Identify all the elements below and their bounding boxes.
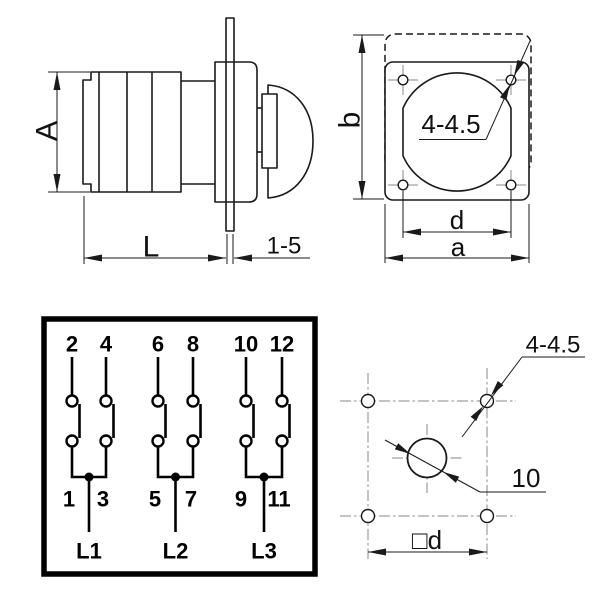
callout-holes-4-45: 4-4.5 <box>419 40 531 140</box>
arrowhead <box>511 254 529 262</box>
arrowhead <box>470 406 484 421</box>
contact <box>239 394 253 408</box>
terminal-label: 6 <box>152 332 164 357</box>
terminal-label: 3 <box>97 487 109 512</box>
arrowhead <box>53 174 61 192</box>
terminal-label: 2 <box>66 332 78 357</box>
arrowhead <box>443 472 460 483</box>
mounting-hole <box>397 74 409 86</box>
terminal-label: 10 <box>234 332 258 357</box>
dim-label-a: a <box>451 232 466 262</box>
callout-label-fixing-holes: 4-4.5 <box>526 332 581 359</box>
arrowhead <box>493 228 511 236</box>
contact <box>99 394 113 408</box>
phase-label: L1 <box>76 539 102 564</box>
contact <box>186 434 200 448</box>
arrowhead <box>368 548 386 556</box>
fixing-hole <box>479 508 495 524</box>
terminal-label: 8 <box>187 332 199 357</box>
dim-label-L: L <box>143 231 160 264</box>
arrowhead <box>403 228 421 236</box>
arrowhead <box>500 84 510 101</box>
mounting-panel <box>225 17 235 232</box>
cam-section-dividers <box>98 72 153 192</box>
phase-label: L2 <box>163 539 189 564</box>
wiring-box <box>41 316 318 577</box>
pole-group-2: 6 8 5 7 L2 <box>149 332 202 564</box>
contact <box>239 434 253 448</box>
contact <box>65 434 79 448</box>
fixing-hole <box>360 508 376 524</box>
callout-label-shaft-hole: 10 <box>512 463 541 493</box>
dim-label-square-d: □d <box>412 525 442 555</box>
drill-template: 4-4.5 10 □d <box>340 332 585 559</box>
terminal-label: 5 <box>149 487 161 512</box>
dim-label-d: d <box>450 205 464 235</box>
callout-label-holes: 4-4.5 <box>421 109 480 139</box>
side-view: A L 1-5 <box>31 17 314 264</box>
contact <box>65 394 79 408</box>
bushing-stubs <box>257 107 262 153</box>
callout-fixing-holes: 4-4.5 <box>461 332 585 438</box>
handle-knob <box>267 84 314 199</box>
mounting-hole <box>505 179 517 191</box>
terminal-label: 9 <box>235 487 247 512</box>
terminal-label: 1 <box>63 487 75 512</box>
pole-group-1: 2 4 1 3 L1 <box>63 332 115 564</box>
mounting-holes <box>397 74 517 191</box>
body-circle <box>402 72 512 192</box>
dimension-b: b <box>334 34 384 200</box>
dim-label-b: b <box>334 112 367 129</box>
arrowhead <box>358 35 366 53</box>
shaft-hole <box>406 437 448 479</box>
contact <box>186 394 200 408</box>
dim-label-panel: 1-5 <box>267 233 302 260</box>
switch-neck <box>181 80 215 185</box>
front-flange-outline <box>384 61 530 201</box>
dimension-panel-thickness: 1-5 <box>234 233 310 262</box>
dimension-square-d: □d <box>368 525 487 556</box>
dimension-A: A <box>31 71 90 193</box>
terminal-label: 12 <box>270 332 294 357</box>
terminal-label: 11 <box>267 487 290 512</box>
arrowhead <box>208 254 226 262</box>
arrowhead <box>358 181 366 199</box>
mounting-hole <box>397 179 409 191</box>
arrowhead <box>234 254 252 262</box>
terminal-label: 4 <box>100 332 113 357</box>
fixing-holes <box>360 393 495 524</box>
fixing-hole <box>479 393 495 409</box>
arrowhead <box>469 548 487 556</box>
wiring-diagram: 2 4 1 3 L1 6 8 <box>41 316 318 577</box>
contact <box>275 434 289 448</box>
terminal-label: 7 <box>185 487 197 512</box>
arrowhead <box>385 254 403 262</box>
arrowhead <box>84 254 102 262</box>
dimension-a: a <box>384 204 530 263</box>
dimension-d-front: d <box>402 191 512 238</box>
dim-label-A: A <box>31 121 64 141</box>
pole-group-3: 10 12 9 11 L3 <box>234 332 294 564</box>
arrowhead <box>53 72 61 90</box>
switch-body <box>82 71 182 193</box>
contact <box>275 394 289 408</box>
contact <box>99 434 113 448</box>
arrowhead <box>490 381 504 396</box>
shaft-bushing <box>261 93 278 169</box>
arrowhead <box>514 59 524 76</box>
arrowhead <box>394 443 411 454</box>
dimension-L: L <box>83 196 234 264</box>
contact <box>151 394 165 408</box>
front-view: 4-4.5 b d a <box>334 33 532 263</box>
contact <box>151 434 165 448</box>
phase-label: L3 <box>251 539 277 564</box>
fixing-hole <box>360 393 376 409</box>
mounting-flange <box>214 61 258 203</box>
callout-shaft-hole: 10 <box>384 439 546 493</box>
